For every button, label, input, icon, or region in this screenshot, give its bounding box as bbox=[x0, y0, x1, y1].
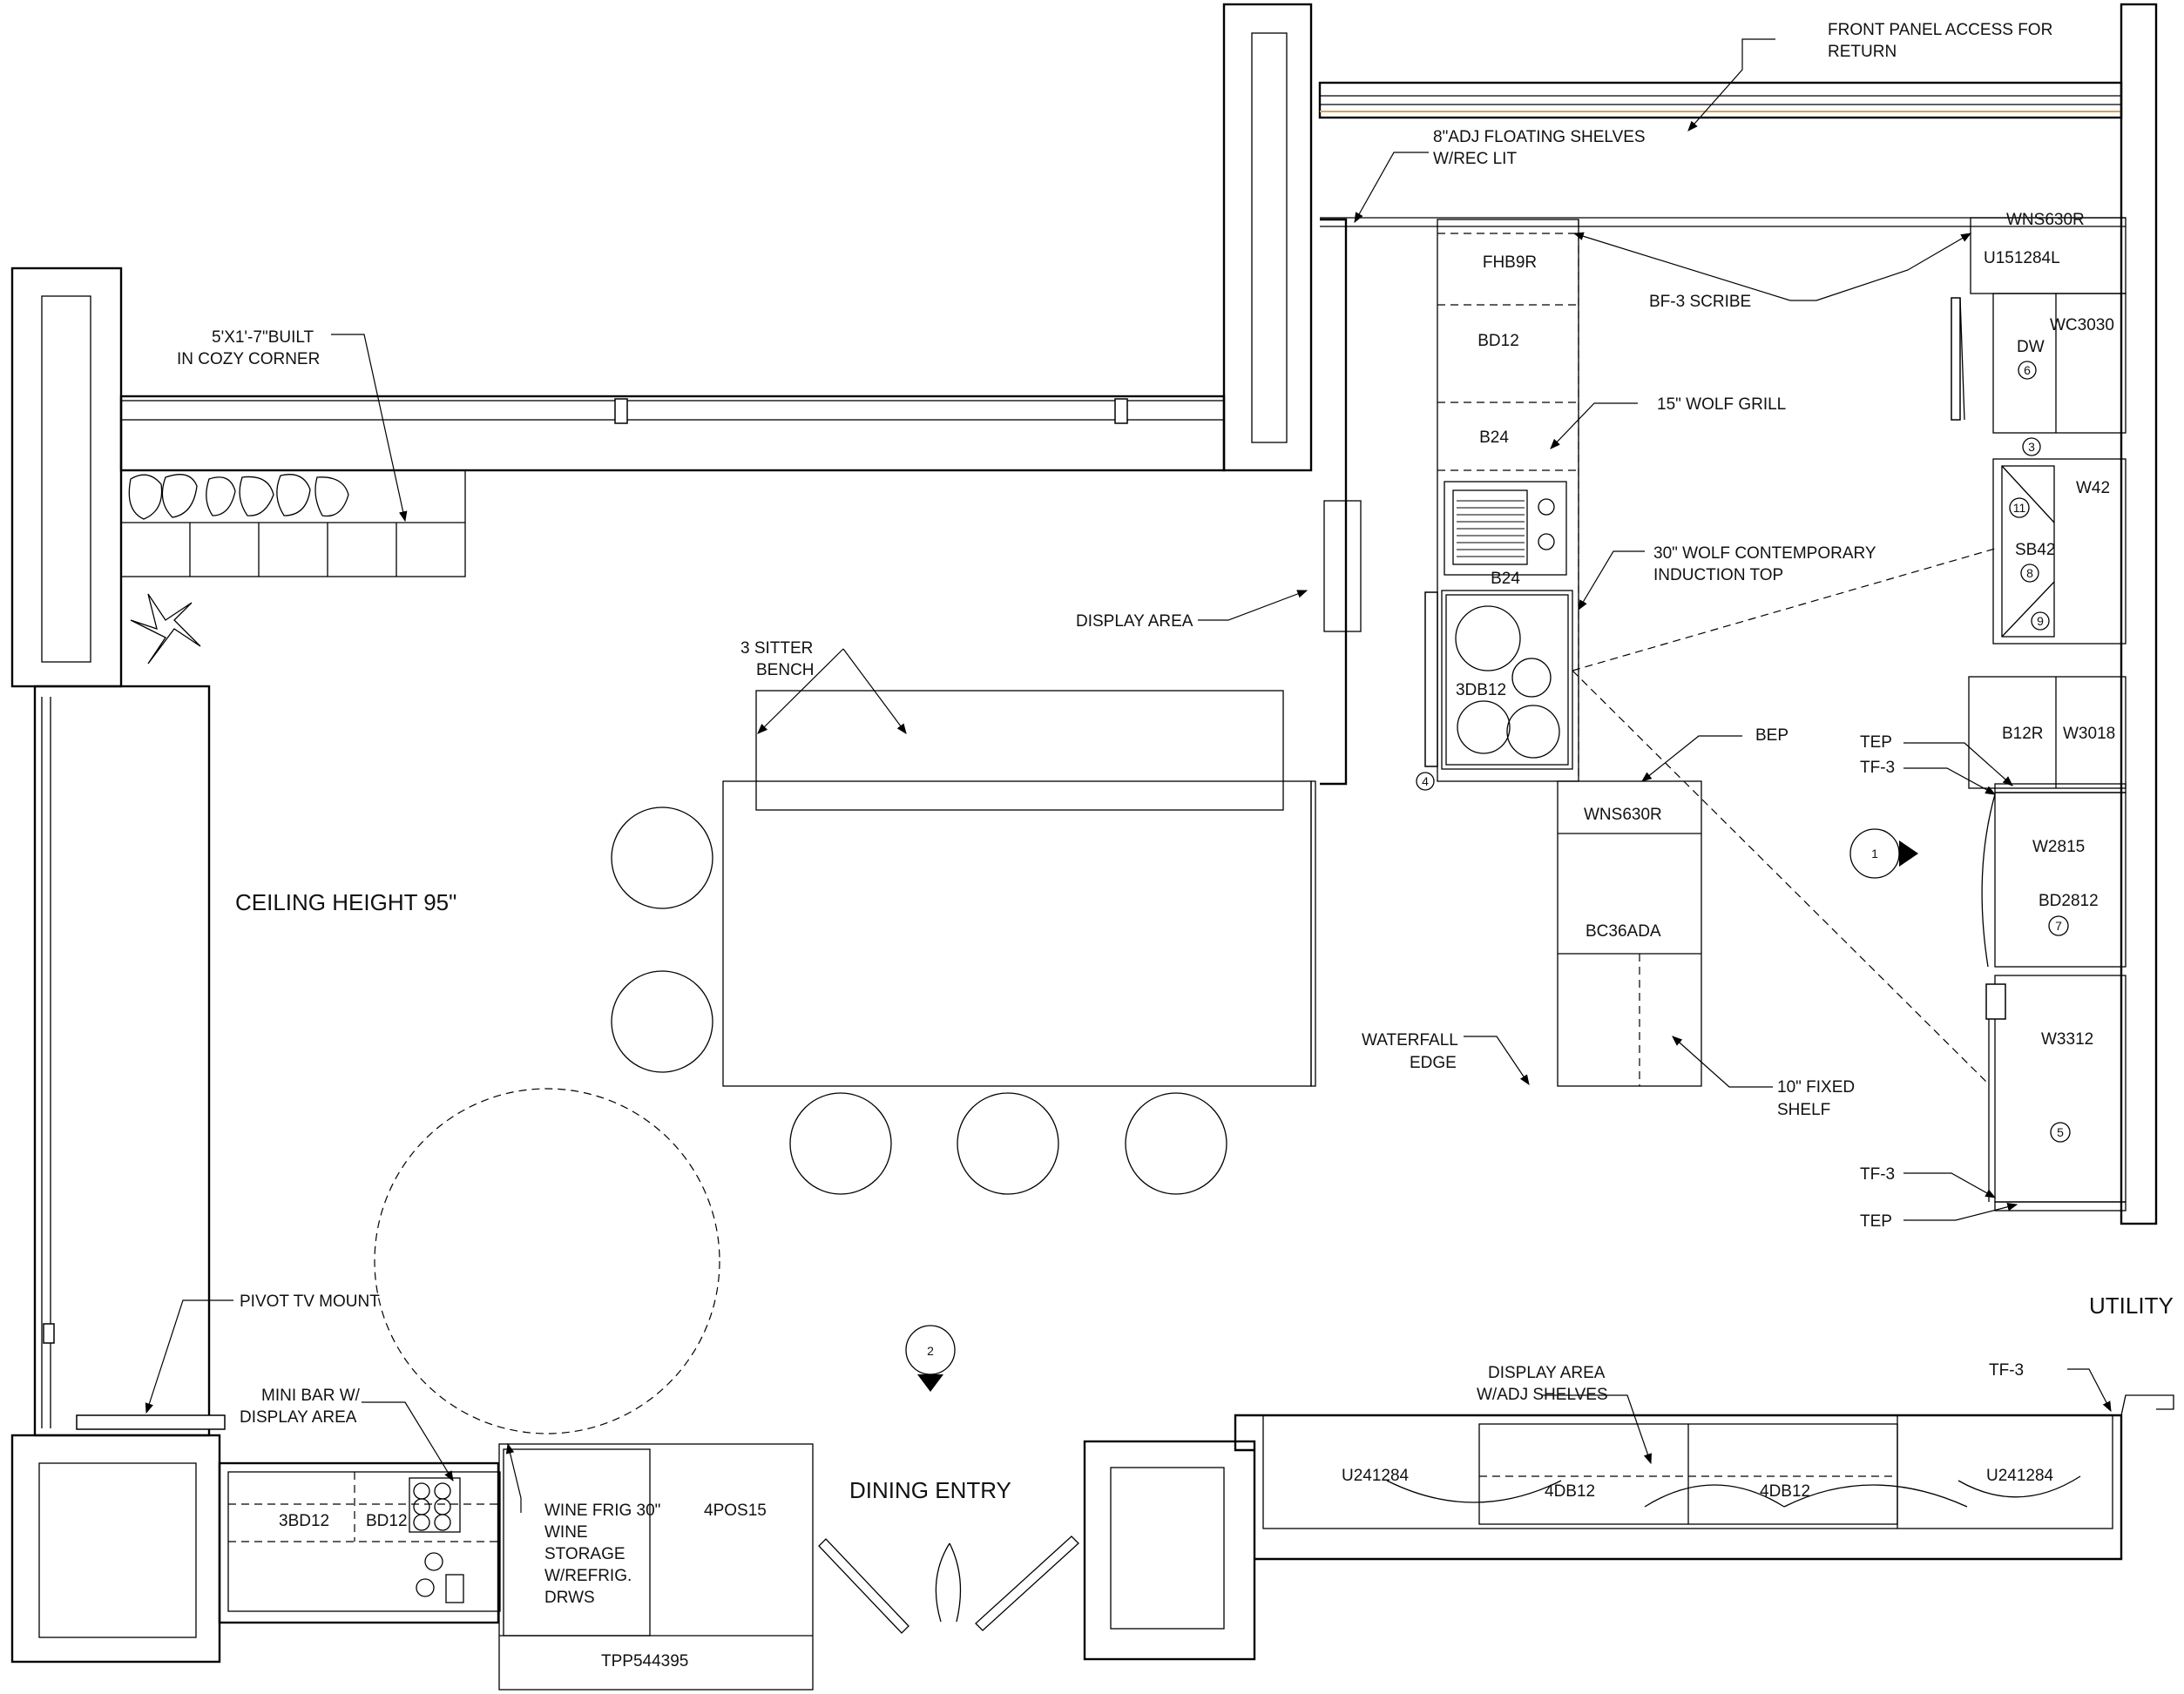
wine-drawers-label: DRWS bbox=[544, 1589, 595, 1607]
bar-stools bbox=[611, 807, 1227, 1195]
tv-mount bbox=[76, 1414, 226, 1430]
bench-label: 3 SITTER bbox=[740, 639, 813, 658]
cozy-corner-built-in bbox=[120, 469, 466, 665]
wine-storage-label: STORAGE bbox=[544, 1545, 625, 1563]
induction-top-label-2: INDUCTION TOP bbox=[1653, 566, 1783, 584]
cabinet-wns630r-top: WNS630R bbox=[2006, 211, 2085, 229]
cabinet-4db12-right: 4DB12 bbox=[1760, 1482, 1810, 1501]
tf3-label-utility: TF-3 bbox=[1989, 1361, 2024, 1380]
mini-bar-display-label: DISPLAY AREA bbox=[240, 1408, 357, 1427]
cabinet-4db12-left: 4DB12 bbox=[1545, 1482, 1595, 1501]
wine-refrig-label: W/REFRIG. bbox=[544, 1567, 632, 1585]
tep-label-bottom: TEP bbox=[1860, 1212, 1892, 1231]
bf3-scribe-label: BF-3 SCRIBE bbox=[1649, 293, 1751, 311]
cabinet-fhb9r: FHB9R bbox=[1483, 253, 1537, 272]
cabinet-3bd12: 3BD12 bbox=[279, 1512, 329, 1530]
adjustable-shelves-label: W/ADJ SHELVES bbox=[1477, 1386, 1608, 1404]
floating-shelves-label: 8"ADJ FLOATING SHELVES bbox=[1433, 128, 1646, 146]
cozy-corner-label: IN COZY CORNER bbox=[177, 350, 320, 368]
tep-label-top: TEP bbox=[1860, 733, 1892, 752]
display-area-shelves-label: DISPLAY AREA bbox=[1488, 1364, 1606, 1382]
utility-room-label: UTILITY bbox=[2089, 1292, 2174, 1319]
cabinet-b24-upper: B24 bbox=[1479, 429, 1509, 447]
front-panel-return-label: RETURN bbox=[1828, 43, 1897, 61]
tag-11: 11 bbox=[2013, 501, 2026, 515]
cabinet-run-center bbox=[1424, 219, 1996, 1085]
cabinet-w42: W42 bbox=[2076, 479, 2110, 497]
cabinet-bc36ada: BC36ADA bbox=[1586, 922, 1661, 941]
cabinet-u241284-left: U241284 bbox=[1342, 1467, 1410, 1485]
wine-fridge-label: WINE FRIG 30" bbox=[544, 1502, 660, 1520]
dishwasher-label: DW bbox=[2017, 338, 2045, 356]
dining-table-outline bbox=[374, 1088, 720, 1434]
cabinet-bd2812: BD2812 bbox=[2039, 892, 2099, 910]
cabinet-u241284-right: U241284 bbox=[1986, 1467, 2054, 1485]
kitchen-island bbox=[722, 780, 1702, 1087]
item-tags: 6 3 11 8 9 4 7 5 bbox=[1416, 361, 2071, 1143]
cabinet-b24-grill: B24 bbox=[1491, 570, 1520, 588]
wolf-grill-label: 15" WOLF GRILL bbox=[1657, 395, 1786, 414]
tf3-label-top: TF-3 bbox=[1860, 759, 1895, 777]
cabinet-w3312: W3312 bbox=[2041, 1030, 2093, 1049]
mini-bar-label: MINI BAR W/ bbox=[261, 1387, 361, 1405]
tag-8: 8 bbox=[2026, 566, 2033, 580]
cabinet-run-right bbox=[1951, 217, 2127, 1211]
cabinet-bd12-bar: BD12 bbox=[366, 1512, 408, 1530]
cabinet-wc3030: WC3030 bbox=[2050, 316, 2114, 334]
entry-doors bbox=[818, 1535, 1079, 1634]
cabinet-u151284l: U151284L bbox=[1984, 249, 2060, 267]
fixed-shelf-label: 10" FIXED bbox=[1777, 1078, 1855, 1097]
dining-entry-label: DINING ENTRY bbox=[849, 1477, 1011, 1503]
cabinet-w3018: W3018 bbox=[2063, 725, 2115, 743]
section-marker-2: 2 bbox=[905, 1325, 956, 1392]
floating-shelves-rec-lit-label: W/REC LIT bbox=[1433, 150, 1517, 168]
leader-lines bbox=[145, 38, 2112, 1513]
cabinet-3db12: 3DB12 bbox=[1456, 681, 1506, 699]
cabinet-wns630r-island: WNS630R bbox=[1584, 806, 1662, 824]
cabinet-b12r: B12R bbox=[2002, 725, 2044, 743]
section-marker-1: 1 bbox=[1849, 828, 1918, 879]
dining-display-cabinets bbox=[1262, 1414, 2113, 1529]
display-area-label: DISPLAY AREA bbox=[1076, 612, 1193, 631]
tag-3: 3 bbox=[2028, 440, 2035, 454]
tag-5: 5 bbox=[2057, 1125, 2064, 1139]
wine-fridge-unit bbox=[498, 1443, 814, 1691]
wine-label: WINE bbox=[544, 1523, 588, 1542]
cabinet-bd12: BD12 bbox=[1477, 332, 1519, 350]
three-sitter-bench bbox=[755, 690, 1284, 811]
tf3-label-bottom: TF-3 bbox=[1860, 1165, 1895, 1184]
section-marker-1-label: 1 bbox=[1871, 847, 1878, 860]
section-marker-2-label: 2 bbox=[927, 1344, 934, 1358]
cabinet-4pos15: 4POS15 bbox=[704, 1502, 767, 1520]
tpp544395-label: TPP544395 bbox=[601, 1652, 688, 1670]
annotation-labels: FRONT PANEL ACCESS FOR RETURN 8"ADJ FLOA… bbox=[177, 21, 2174, 1670]
induction-cooktop bbox=[1441, 590, 1573, 770]
ceiling-height-label: CEILING HEIGHT 95" bbox=[235, 889, 456, 915]
induction-top-label: 30" WOLF CONTEMPORARY bbox=[1653, 544, 1876, 563]
cabinet-w2815: W2815 bbox=[2032, 838, 2085, 856]
waterfall-edge-label: WATERFALL bbox=[1362, 1031, 1458, 1049]
waterfall-edge-label-2: EDGE bbox=[1410, 1054, 1457, 1072]
bep-label: BEP bbox=[1755, 726, 1788, 745]
bench-label-2: BENCH bbox=[756, 661, 815, 679]
tag-7: 7 bbox=[2055, 919, 2062, 933]
mini-bar bbox=[227, 1471, 501, 1612]
cabinet-sb42: SB42 bbox=[2015, 541, 2055, 559]
tag-6: 6 bbox=[2024, 363, 2031, 377]
tag-9: 9 bbox=[2037, 614, 2044, 628]
column-top-left bbox=[10, 267, 123, 688]
built-in-size-label: 5'X1'-7"BUILT bbox=[212, 328, 314, 347]
tag-4: 4 bbox=[1422, 774, 1429, 788]
pivot-tv-mount-label: PIVOT TV MOUNT bbox=[240, 1292, 380, 1311]
walls bbox=[10, 3, 2174, 1664]
fixed-shelf-label-2: SHELF bbox=[1777, 1101, 1830, 1119]
front-panel-access-label: FRONT PANEL ACCESS FOR bbox=[1828, 21, 2052, 39]
wolf-grill bbox=[1444, 481, 1567, 576]
